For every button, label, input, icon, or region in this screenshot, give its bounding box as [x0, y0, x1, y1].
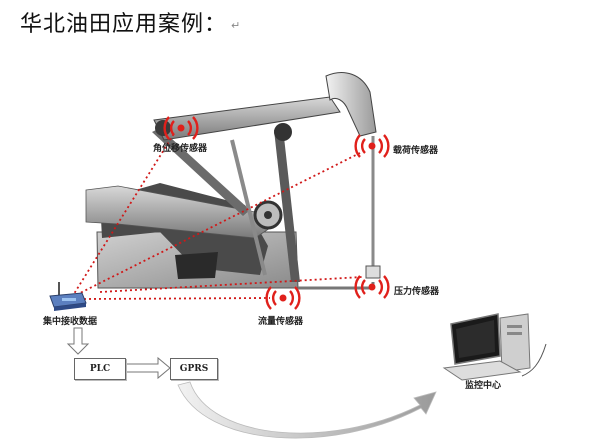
saddle-bearing: [274, 123, 292, 141]
router-icon: [49, 282, 87, 311]
link-flow: [83, 297, 271, 300]
crank-arm: [85, 185, 271, 239]
sensor-flow: [265, 286, 301, 310]
wellhead: [365, 265, 381, 279]
computer-icon: [442, 313, 547, 381]
label-collector: 集中接收数据: [43, 317, 98, 327]
frame-post-right: [274, 128, 300, 282]
label-monitor-center: 监控中心: [465, 381, 502, 391]
label-angle-sensor: 角位移传感器: [153, 144, 208, 154]
sensor-pressure: [354, 275, 390, 299]
frame-post-left: [152, 128, 250, 216]
pump-jack: [85, 72, 381, 290]
paragraph-mark: ↵: [231, 18, 242, 32]
arrow-curved: [177, 381, 437, 439]
label-load-sensor: 载荷传感器: [393, 146, 439, 156]
label-pressure-sensor: 压力传感器: [394, 287, 440, 297]
signal-links: [71, 131, 367, 300]
page-title: 华北油田应用案例：↵: [20, 12, 242, 37]
link-pressure: [99, 276, 363, 293]
plc-box: PLC: [74, 358, 126, 380]
sensor-angle: [163, 116, 199, 140]
label-flow-sensor: 流量传感器: [258, 317, 304, 327]
frame-brace: [230, 139, 267, 276]
beam-end-pin: [155, 120, 171, 136]
gprs-box: GPRS: [170, 358, 218, 380]
sensor-load: [354, 134, 390, 158]
walking-beam: [153, 96, 341, 141]
flow-arrows: [66, 327, 437, 439]
crank-base-shadow: [175, 252, 218, 279]
arrow-down: [66, 327, 90, 355]
arrow-right: [125, 356, 171, 380]
